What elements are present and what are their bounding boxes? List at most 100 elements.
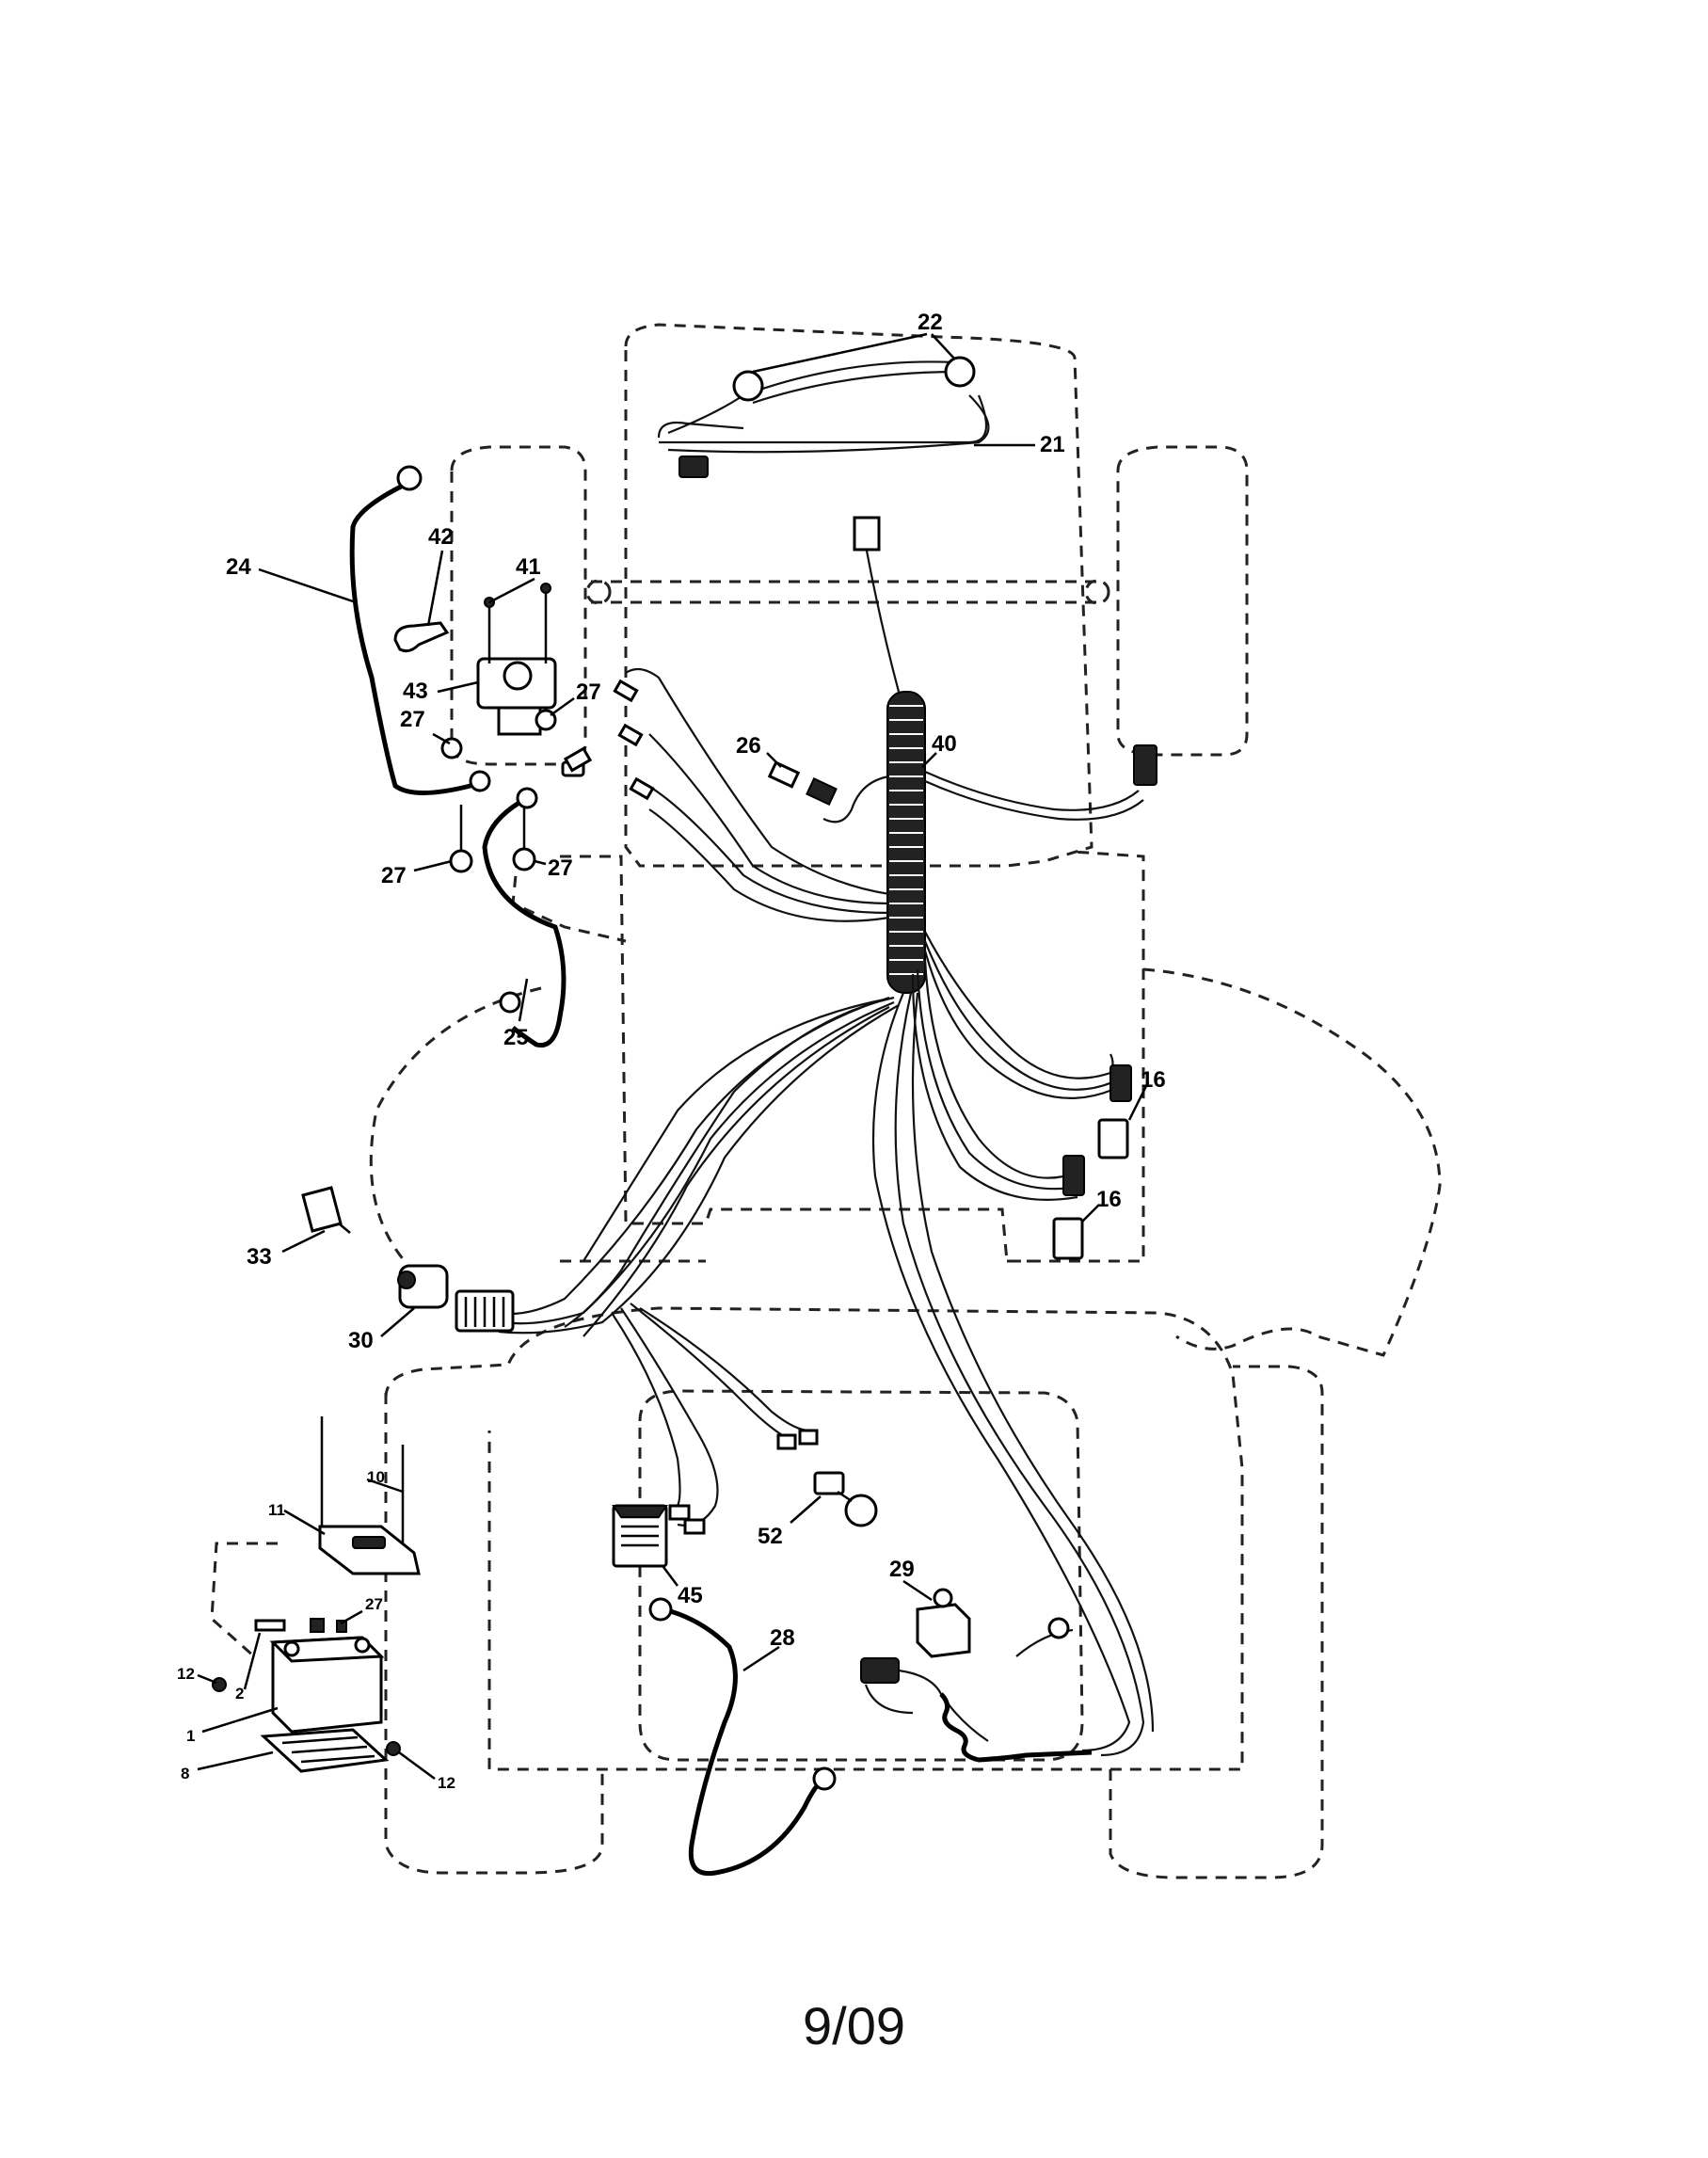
headlight-wire-5 — [657, 421, 744, 439]
headlight-harness — [657, 356, 990, 478]
rear-ring-terminal — [1047, 1617, 1070, 1639]
headlight-connector — [678, 456, 709, 478]
callout-12b: 12 — [438, 1774, 455, 1792]
callout-12a: 12 — [177, 1665, 195, 1683]
harness-wire-down-4 — [639, 1307, 810, 1432]
harness-wire-right-2 — [924, 779, 1144, 821]
part-33 — [301, 1186, 351, 1234]
ignition-switch-pins — [464, 1297, 505, 1327]
callout-16a: 16 — [1141, 1067, 1166, 1093]
harness-wire-ign-3 — [498, 1004, 900, 1335]
leader-43 — [437, 680, 479, 694]
harness-wire-down-2 — [611, 1312, 681, 1507]
part-33-tab — [338, 1223, 351, 1234]
harness-wire-left-1 — [625, 667, 890, 896]
harness-wire-right-1 — [924, 770, 1140, 811]
nut-27-e2 — [336, 1620, 347, 1633]
solenoid-assembly — [393, 583, 557, 873]
terminal-down-d — [798, 1429, 819, 1446]
headlight-wire-3 — [659, 394, 988, 444]
cable-25 — [482, 760, 585, 1048]
leader-24 — [258, 567, 357, 604]
harness-wire-top — [864, 545, 901, 693]
part-29-lead — [898, 1669, 989, 1742]
frame-inner-left — [511, 855, 627, 943]
leader-41 — [488, 577, 535, 604]
screw-12-a — [212, 1677, 227, 1692]
hood-outline — [624, 323, 1093, 868]
callout-1: 1 — [186, 1727, 195, 1745]
part-29-connector — [860, 1657, 900, 1684]
part-29-body — [916, 1603, 971, 1658]
callout-28: 28 — [770, 1625, 795, 1651]
cable-28-ring-b — [812, 1766, 837, 1791]
callout-33: 33 — [247, 1244, 272, 1270]
leader-lines — [197, 332, 1150, 1781]
leader-22b — [931, 333, 956, 360]
cable-28-ring-a — [648, 1597, 673, 1622]
leader-2 — [243, 1632, 262, 1690]
harness-wire-26 — [822, 775, 890, 823]
connector-16b-mate — [1062, 1155, 1085, 1196]
callout-8: 8 — [181, 1765, 189, 1782]
callout-42: 42 — [428, 524, 454, 550]
cable-24 — [349, 465, 491, 795]
right-connector — [1133, 744, 1157, 786]
leader-25 — [518, 978, 529, 1022]
battery-assembly — [210, 1416, 421, 1773]
leader-11 — [283, 1509, 326, 1536]
leader-8 — [197, 1750, 274, 1771]
seat-deck-outline — [384, 1306, 1244, 1771]
leader-30 — [380, 1307, 415, 1337]
callout-26: 26 — [736, 733, 761, 759]
clamp-42 — [393, 621, 450, 653]
terminal-down-a — [668, 1504, 691, 1521]
fuse-26-a — [767, 760, 801, 789]
battery-1-post-right — [354, 1637, 371, 1654]
harness-wire-down-3 — [630, 1303, 791, 1441]
leader-10 — [366, 1478, 404, 1494]
headlight-wire-4 — [667, 394, 990, 454]
leader-1 — [201, 1706, 279, 1734]
battery-1-post-left — [283, 1640, 300, 1657]
leader-28 — [742, 1645, 780, 1672]
harness-wire-ign-2 — [503, 1000, 895, 1325]
solenoid-43-base — [497, 706, 542, 736]
main-harness-40 — [498, 516, 1157, 1757]
part-52-connector — [813, 1471, 845, 1495]
hold-down-11-hook — [210, 1542, 278, 1658]
top-connector — [853, 516, 881, 551]
callout-27b: 27 — [400, 707, 425, 732]
part-52-bulb — [844, 1494, 878, 1527]
connector-16b — [1052, 1217, 1084, 1260]
leader-45 — [662, 1566, 678, 1587]
solenoid-43-boss — [503, 661, 533, 691]
leader-22 — [752, 332, 928, 374]
page-label: 9/09 — [803, 1996, 905, 2055]
headlight-wire-1 — [742, 360, 956, 397]
callout-27a: 27 — [576, 679, 601, 705]
callout-24: 24 — [226, 554, 251, 580]
leader-16b — [1081, 1204, 1100, 1223]
harness-wire-16b-3 — [911, 973, 1078, 1201]
harness-wire-down-1 — [620, 1307, 719, 1527]
battery-1-top — [269, 1636, 385, 1663]
nut-27-c — [449, 849, 473, 873]
right-fender — [1142, 967, 1442, 1357]
frame-outline — [560, 850, 1145, 1263]
callout-16b: 16 — [1096, 1187, 1122, 1212]
rear-right-tire — [1109, 1365, 1324, 1879]
leader-42 — [426, 550, 444, 627]
harness-wire-16a-3 — [923, 950, 1113, 1099]
part-29 — [860, 1588, 1093, 1763]
callout-40: 40 — [932, 731, 957, 757]
part-45-top — [612, 1505, 668, 1518]
bolt-41-right-head — [540, 583, 551, 594]
callout-27c: 27 — [381, 863, 407, 888]
fuse-26-b — [806, 777, 838, 806]
harness-wire-ign-5 — [564, 996, 895, 1328]
connector-16a — [1097, 1118, 1129, 1159]
leader-12b — [398, 1750, 436, 1781]
part-33-body — [301, 1186, 343, 1233]
